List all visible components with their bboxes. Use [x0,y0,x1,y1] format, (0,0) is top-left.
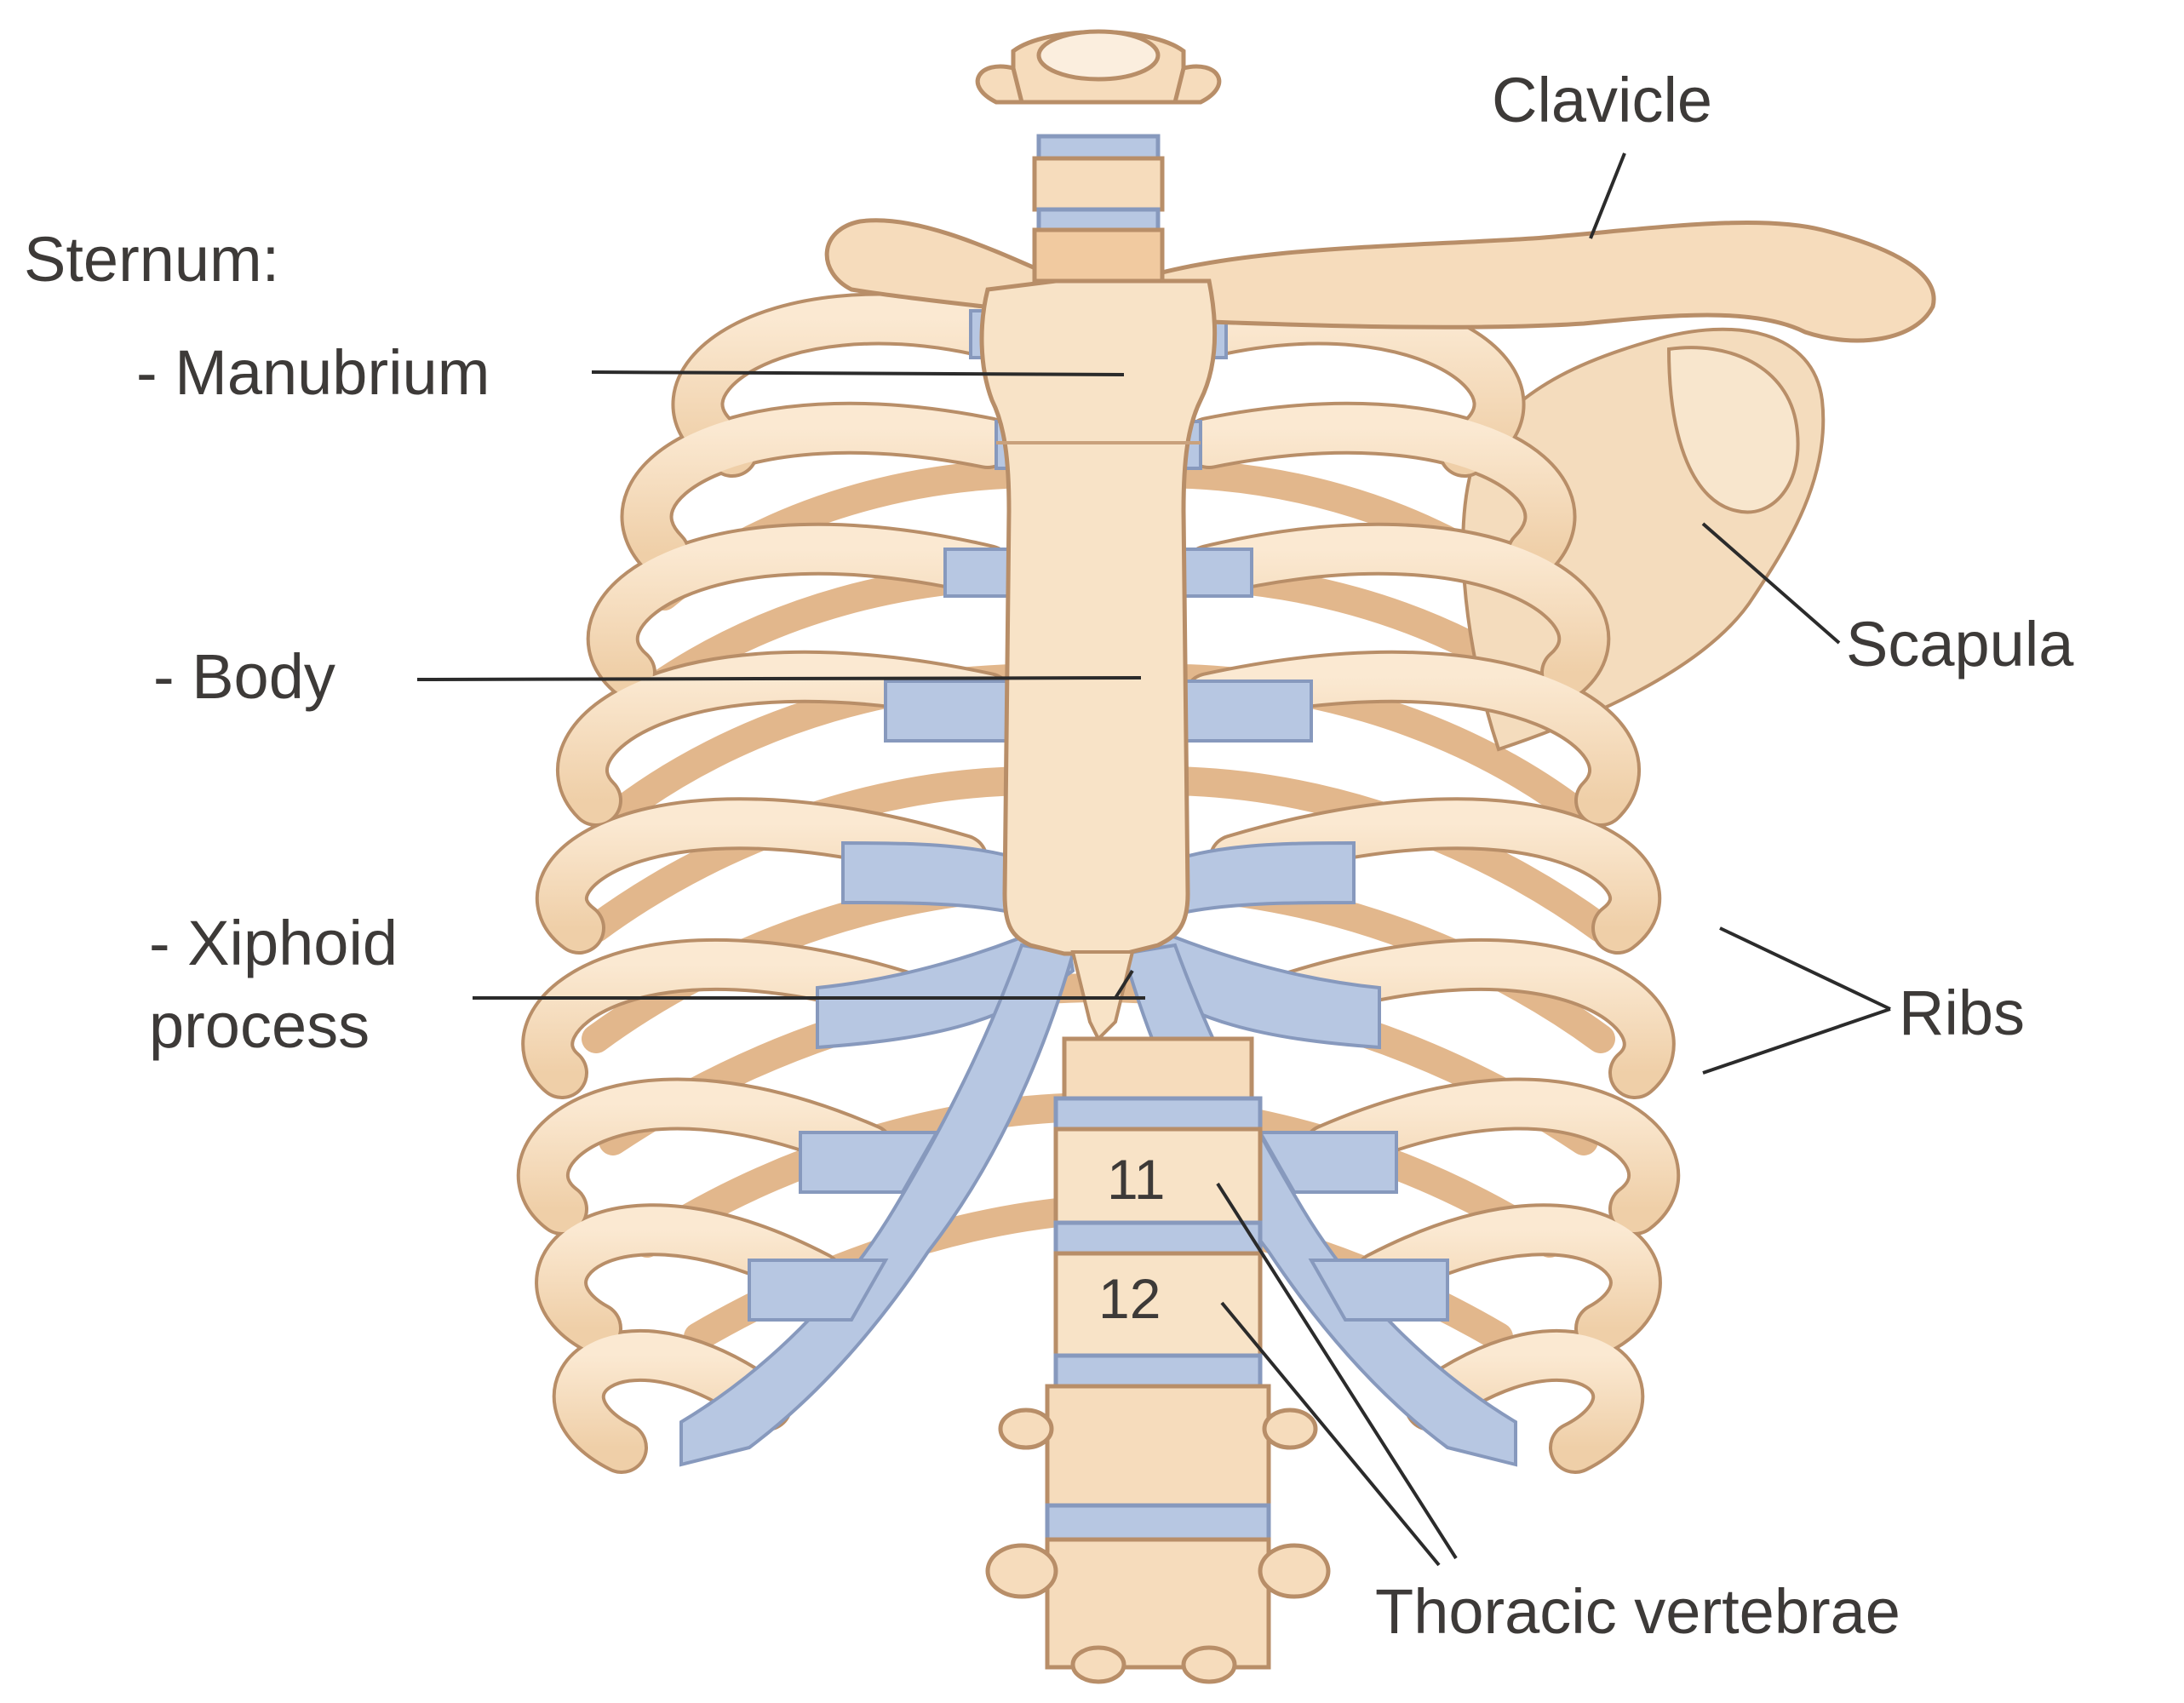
thoracic-vertebrae-leader-line-1 [1216,1182,1458,1560]
clavicle-label: Clavicle [1492,65,1712,135]
vertebra-12-label: 12 [1098,1267,1161,1330]
upper-vertebrae [975,29,1222,284]
anterior-ribs-left [516,292,1014,1474]
sternum-label: Sternum: [24,224,279,295]
xiphoid-label-line1: - Xiphoid [149,908,398,978]
ribs-leader-line-lower [1702,1007,1891,1075]
anterior-ribs-right [1183,292,1681,1474]
body-label: - Body [153,641,335,712]
leader-lines [416,152,1891,1567]
ribs-label: Ribs [1899,978,2025,1048]
scapula-leader-line [1701,522,1841,645]
ribs-leader-line-upper [1719,926,1891,1011]
vertebra-11-label: 11 [1107,1148,1166,1211]
thoracic-vertebrae-column [985,1036,1331,1684]
xiphoid-label-line2: process [149,990,370,1061]
thoracic-vertebrae-leader-line-2 [1220,1301,1441,1567]
body-leader-line [416,676,1142,681]
sternum [979,278,1218,1042]
xiphoid-leader-line-diagonal [1114,969,1134,1000]
manubrium-leader-line [591,370,1125,376]
manubrium-label: - Manubrium [136,337,490,408]
thoracic-vertebrae-label: Thoracic vertebrae [1375,1576,1900,1647]
scapula-label: Scapula [1846,609,2074,679]
clavicle-leader-line [1589,152,1626,239]
